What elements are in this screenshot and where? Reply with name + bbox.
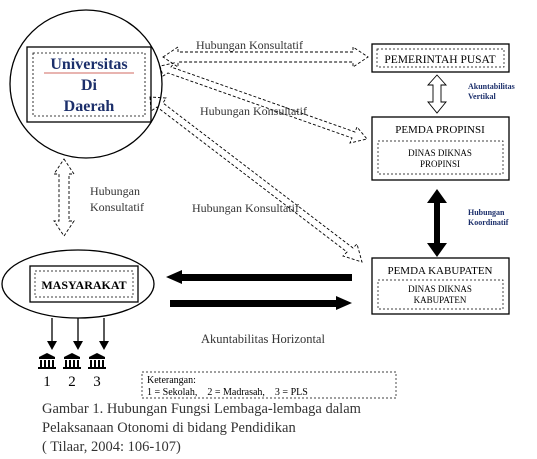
arrow-konsultatif-kabupaten xyxy=(149,96,363,263)
pemerintah-pusat-label: PEMERINTAH PUSAT xyxy=(384,54,495,66)
masyarakat-node: MASYARAKAT xyxy=(1,249,155,319)
universitas-label-line2: Di xyxy=(81,77,98,94)
universitas-node: Universitas Di Daerah xyxy=(9,9,163,159)
label-konsultatif-masyarakat-line1: Hubungan xyxy=(90,184,140,198)
arrows-to-institutions xyxy=(47,318,109,350)
pemda-propinsi-sub-line1: DINAS DIKNAS xyxy=(408,148,472,158)
arrow-hubungan-koordinatif xyxy=(427,189,447,257)
legend-title: Keterangan: xyxy=(147,375,196,386)
institution-number: 1 xyxy=(43,374,51,390)
label-konsultatif-propinsi: Hubungan Konsultatif xyxy=(200,104,307,118)
label-koordinatif-line2: Koordinatif xyxy=(468,218,509,227)
label-konsultatif-masyarakat-line2: Konsultatif xyxy=(90,200,144,214)
caption-line2: Pelaksanaan Otonomi di bidang Pendidikan xyxy=(42,420,296,436)
masyarakat-box xyxy=(29,265,139,303)
universitas-label-line1: Universitas xyxy=(50,56,127,73)
label-akuntabilitas-vertikal-line2: Vertikal xyxy=(468,92,496,101)
pemerintah-pusat-node: PEMERINTAH PUSAT xyxy=(371,43,510,73)
building-icon xyxy=(63,353,81,369)
universitas-box-outer xyxy=(26,46,152,123)
pemda-kabupaten-sub-line2: KABUPATEN xyxy=(414,295,467,305)
arrow-horizontal-to-masyarakat xyxy=(166,270,352,284)
institution-number: 2 xyxy=(68,374,76,390)
pemda-kabupaten-box xyxy=(371,257,510,315)
institution-1: 1 xyxy=(38,353,56,390)
pemda-propinsi-box xyxy=(371,116,510,181)
pemda-kabupaten-node: PEMDA KABUPATEN DINAS DIKNAS KABUPATEN xyxy=(371,257,510,315)
arrow-akuntabilitas-vertikal xyxy=(426,74,448,114)
label-koordinatif-line1: Hubungan xyxy=(468,208,505,217)
legend-box: Keterangan: 1 = Sekolah, 2 = Madrasah, 3… xyxy=(141,371,397,399)
label-konsultatif-kabupaten: Hubungan Konsultatif xyxy=(192,201,299,215)
institution-3: 3 xyxy=(88,353,106,390)
legend-items: 1 = Sekolah, 2 = Madrasah, 3 = PLS xyxy=(147,387,308,398)
pemda-propinsi-title: PEMDA PROPINSI xyxy=(395,124,485,136)
institution-number: 3 xyxy=(93,374,101,390)
caption-line1: Gambar 1. Hubungan Fungsi Lembaga-lembag… xyxy=(42,401,361,417)
pemda-kabupaten-title: PEMDA KABUPATEN xyxy=(387,265,492,277)
building-icon xyxy=(88,353,106,369)
label-akuntabilitas-vertikal-line1: Akuntabilitas xyxy=(468,82,515,91)
pemda-kabupaten-sub-line1: DINAS DIKNAS xyxy=(408,284,472,294)
institution-2: 2 xyxy=(63,353,81,390)
pemda-propinsi-node: PEMDA PROPINSI DINAS DIKNAS PROPINSI xyxy=(371,116,510,181)
arrow-horizontal-to-kabupaten xyxy=(170,296,352,310)
masyarakat-label: MASYARAKAT xyxy=(41,278,126,292)
arrow-konsultatif-masyarakat xyxy=(53,158,75,237)
arrow-konsultatif-pusat xyxy=(162,46,369,68)
building-icon xyxy=(38,353,56,369)
pemda-propinsi-sub-line2: PROPINSI xyxy=(420,159,460,169)
label-akuntabilitas-horizontal: Akuntabilitas Horizontal xyxy=(201,332,325,346)
label-konsultatif-pusat: Hubungan Konsultatif xyxy=(196,38,303,52)
arrow-konsultatif-propinsi xyxy=(159,62,368,144)
universitas-label-line3: Daerah xyxy=(64,98,115,115)
universitas-box-inner xyxy=(32,52,146,117)
caption-line3: ( Tilaar, 2004: 106-107) xyxy=(42,439,181,455)
figure-caption: Gambar 1. Hubungan Fungsi Lembaga-lembag… xyxy=(42,400,522,457)
